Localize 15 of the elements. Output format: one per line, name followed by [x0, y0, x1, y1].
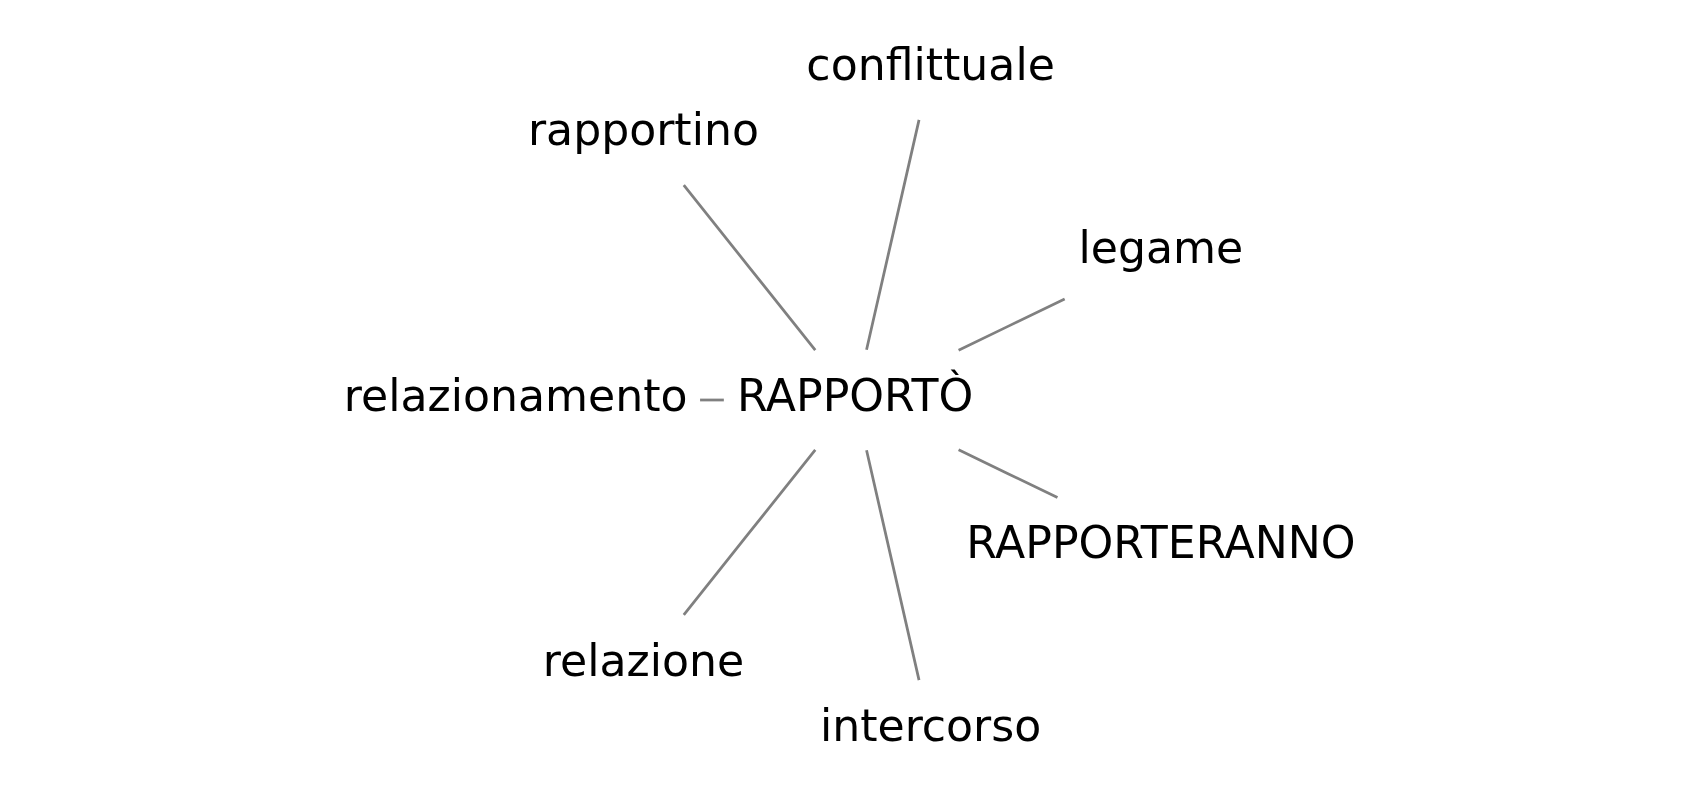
node-text: intercorso: [819, 700, 1042, 752]
node-text: relazionamento: [343, 369, 688, 421]
node-text: relazione: [542, 634, 745, 686]
node-text: legame: [1078, 222, 1244, 274]
connector: [700, 398, 724, 402]
connector: [865, 119, 921, 351]
connector: [865, 449, 921, 681]
connector: [958, 297, 1066, 352]
connector: [682, 449, 817, 616]
node-text: rapportino: [527, 104, 759, 156]
connector: [958, 448, 1059, 499]
node-text: RAPPORTÒ: [736, 369, 974, 421]
node-text: conflittuale: [806, 38, 1055, 90]
node-text: RAPPORTERANNO: [966, 516, 1356, 568]
connector: [682, 184, 817, 351]
